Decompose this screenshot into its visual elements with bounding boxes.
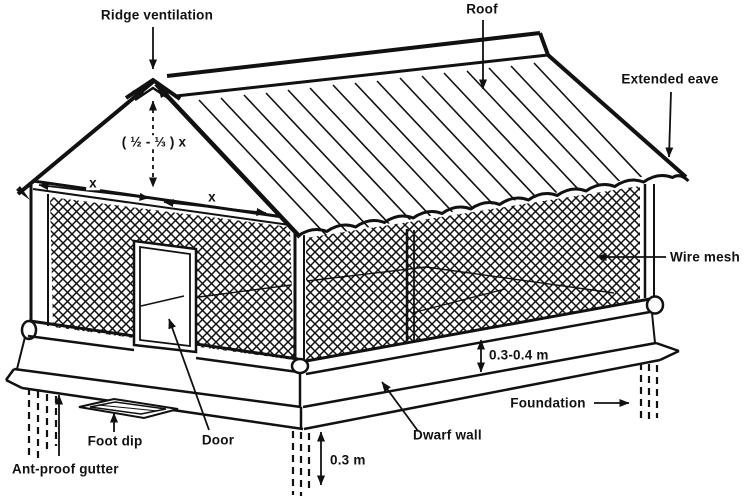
door-arrow (168, 318, 210, 431)
x-left-dimension (38, 182, 150, 201)
wall-band-height-label: 0.3-0.4 m (489, 347, 549, 363)
ridge-ventilation-label: Ridge ventilation (100, 7, 214, 23)
side-wall (290, 184, 680, 431)
plinth-top-gable (13, 367, 302, 409)
gable-height-label: ( ½ - ⅓ ) x (118, 135, 190, 149)
extended-eave-arrow (665, 91, 674, 158)
gable-end-wall (4, 179, 304, 431)
roof-left-slope (16, 79, 156, 196)
extended-eave-label: Extended eave (621, 71, 719, 87)
roof-right-edge (546, 53, 688, 179)
ridge-ventilation-cap (124, 77, 182, 102)
foundation-label: Foundation (510, 395, 586, 411)
sill-bullnose-left (20, 319, 38, 341)
roof-far-top-edge (166, 31, 541, 78)
wire-mesh-label: Wire mesh (670, 249, 740, 265)
dwarf-wall-arrow (381, 381, 419, 432)
x-left-label: x (86, 176, 100, 190)
roof-gable-edge (154, 82, 302, 239)
plinth-bottom-side (303, 358, 661, 431)
foot-dip-label: Foot dip (87, 433, 143, 449)
ant-proof-gutter-label: Ant-proof gutter (12, 461, 119, 477)
door-opening (132, 239, 198, 354)
foundation-dashed-lines (27, 363, 659, 496)
foundation-depth-label: 0.3 m (330, 452, 366, 468)
sill-bullnose-right (645, 295, 665, 315)
left-eave-tip (16, 186, 30, 200)
x-right-dimension (163, 199, 267, 216)
dwarf-wall-label: Dwarf wall (413, 427, 482, 443)
door-label: Door (201, 432, 235, 448)
roof-structure (16, 31, 690, 240)
roof-wavy-eave-edge (297, 174, 690, 238)
corner-post-foot (290, 357, 310, 375)
x-right-label: x (205, 190, 219, 204)
roof-ridge-line (175, 53, 549, 98)
roof-label: Roof (466, 1, 498, 17)
plinth-top-side (302, 341, 657, 409)
foot-dip-tray (78, 397, 179, 420)
